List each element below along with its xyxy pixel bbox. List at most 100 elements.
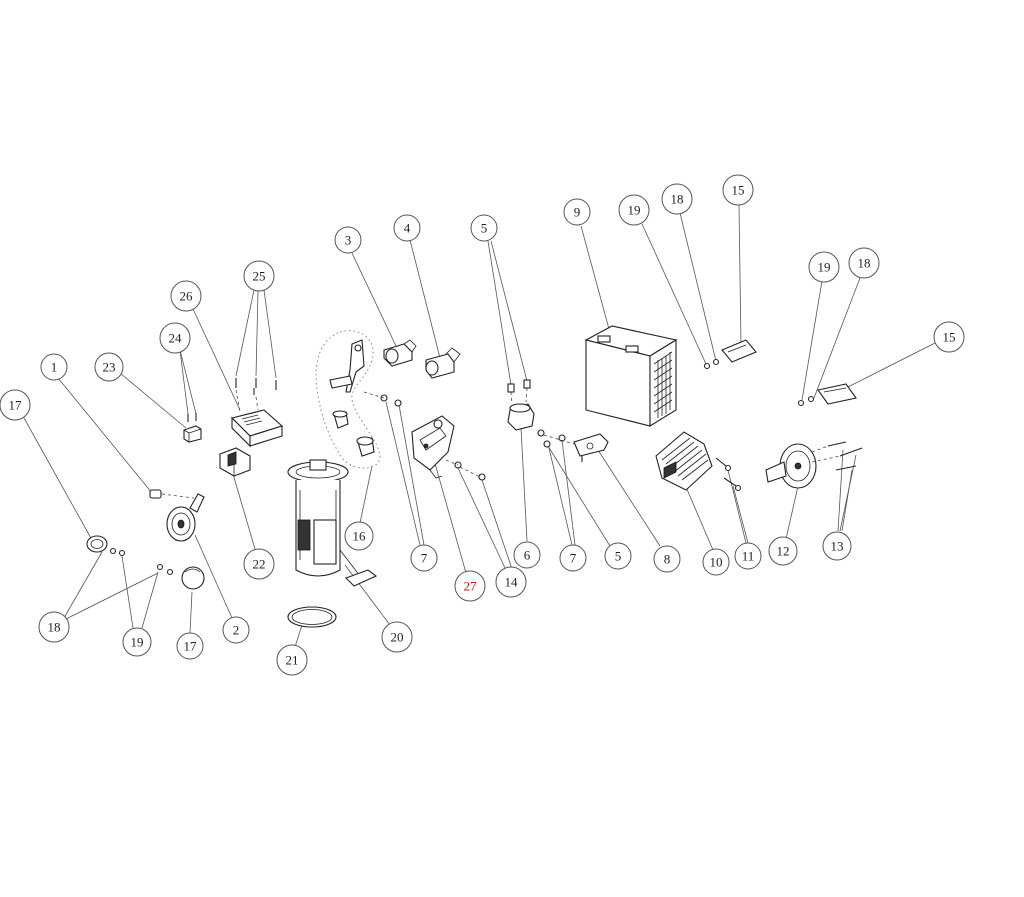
callout-circle — [563, 198, 591, 226]
callout-26: 26 — [170, 280, 202, 312]
callout-label: 15 — [732, 183, 745, 198]
terminal-pad-15-top — [721, 339, 757, 363]
callout-circle — [344, 521, 374, 551]
callout-16: 16 — [344, 521, 374, 551]
callout-circle — [933, 321, 965, 353]
callout-label: 5 — [481, 221, 488, 236]
callout-4: 4 — [393, 214, 421, 242]
callout-18: 18 — [848, 247, 880, 279]
callout-15: 15 — [933, 321, 965, 353]
callout-11: 11 — [734, 542, 762, 570]
bolts-11 — [715, 457, 742, 492]
sensor-bracket — [329, 339, 365, 393]
callout-5: 5 — [604, 542, 632, 570]
callout-label: 4 — [404, 221, 411, 236]
callout-label: 22 — [253, 557, 266, 572]
callout-circle — [470, 214, 498, 242]
callout-label: 14 — [505, 575, 519, 590]
callout-label: 8 — [664, 552, 671, 567]
callout-circle — [768, 536, 798, 566]
callout-20: 20 — [381, 621, 413, 653]
relay-23 — [183, 425, 202, 443]
callout-circle — [334, 226, 362, 254]
callout-circle — [618, 194, 650, 226]
bolts-13 — [811, 441, 863, 471]
callout-label: 11 — [742, 549, 755, 564]
callout-label: 2 — [233, 623, 240, 638]
callout-circle — [822, 531, 852, 561]
valve-b — [356, 436, 375, 457]
callout-label: 10 — [710, 555, 723, 570]
callout-7: 7 — [410, 544, 438, 572]
callout-circle — [393, 214, 421, 242]
callout-circle — [159, 322, 191, 354]
callout-label: 21 — [286, 653, 299, 668]
screws-25 — [235, 378, 277, 413]
nut-washer-top — [703, 358, 720, 370]
callout-label: 7 — [421, 551, 428, 566]
sensor-4 — [425, 347, 461, 379]
callout-label: 5 — [615, 549, 622, 564]
callout-circle — [559, 544, 587, 572]
callout-label: 19 — [628, 203, 641, 218]
callout-circle — [94, 352, 124, 382]
seal-ring-21 — [287, 606, 337, 628]
callout-circle — [381, 621, 413, 653]
screws-5-top — [507, 379, 531, 405]
callout-circle — [808, 251, 840, 283]
callout-6: 6 — [513, 541, 541, 569]
callout-18: 18 — [38, 611, 70, 643]
callout-18: 18 — [661, 183, 693, 215]
callout-19: 19 — [122, 627, 152, 657]
callout-9: 9 — [563, 198, 591, 226]
bolts-14 — [445, 459, 486, 481]
callout-27: 27 — [454, 570, 486, 602]
callout-circle — [276, 644, 308, 676]
callout-circle — [454, 570, 486, 602]
callout-circle — [661, 183, 693, 215]
callout-label: 17 — [9, 398, 23, 413]
callout-14: 14 — [495, 566, 527, 598]
callout-label: 18 — [48, 620, 61, 635]
callout-label: 23 — [103, 360, 116, 375]
callout-circle — [513, 541, 541, 569]
battery-9 — [584, 325, 678, 427]
callout-circle — [702, 548, 730, 576]
callout-circle — [848, 247, 880, 279]
callout-label: 6 — [524, 548, 531, 563]
coil-6 — [507, 403, 535, 431]
callout-label: 20 — [391, 630, 404, 645]
callout-label: 25 — [253, 269, 266, 284]
callout-10: 10 — [702, 548, 730, 576]
callout-8: 8 — [653, 545, 681, 573]
callout-3: 3 — [334, 226, 362, 254]
fuse-box-26 — [230, 409, 284, 448]
horn-ring-left — [86, 535, 108, 553]
horn-2 — [166, 493, 205, 542]
callout-label: 16 — [353, 529, 367, 544]
callout-circle — [176, 632, 204, 660]
callout-label: 7 — [570, 551, 577, 566]
callout-label: 3 — [345, 233, 352, 248]
callout-circle — [243, 260, 275, 292]
horn-cap-17 — [181, 566, 205, 590]
parts — [86, 325, 863, 628]
callout-12: 12 — [768, 536, 798, 566]
module-22 — [219, 447, 251, 477]
callout-label: 15 — [943, 330, 956, 345]
motor-12 — [765, 443, 817, 489]
callout-22: 22 — [243, 548, 275, 580]
callout-7: 7 — [559, 544, 587, 572]
callout-1: 1 — [40, 353, 68, 381]
regulator-10 — [655, 431, 713, 491]
fuel-pump-20 — [287, 459, 378, 587]
callout-17: 17 — [176, 632, 204, 660]
pins-24 — [187, 413, 197, 422]
callout-circle — [38, 611, 70, 643]
callout-13: 13 — [822, 531, 852, 561]
sensor-8 — [573, 433, 609, 462]
callout-circle — [170, 280, 202, 312]
bolts-7-mid — [363, 391, 402, 407]
callout-label: 9 — [574, 205, 581, 220]
